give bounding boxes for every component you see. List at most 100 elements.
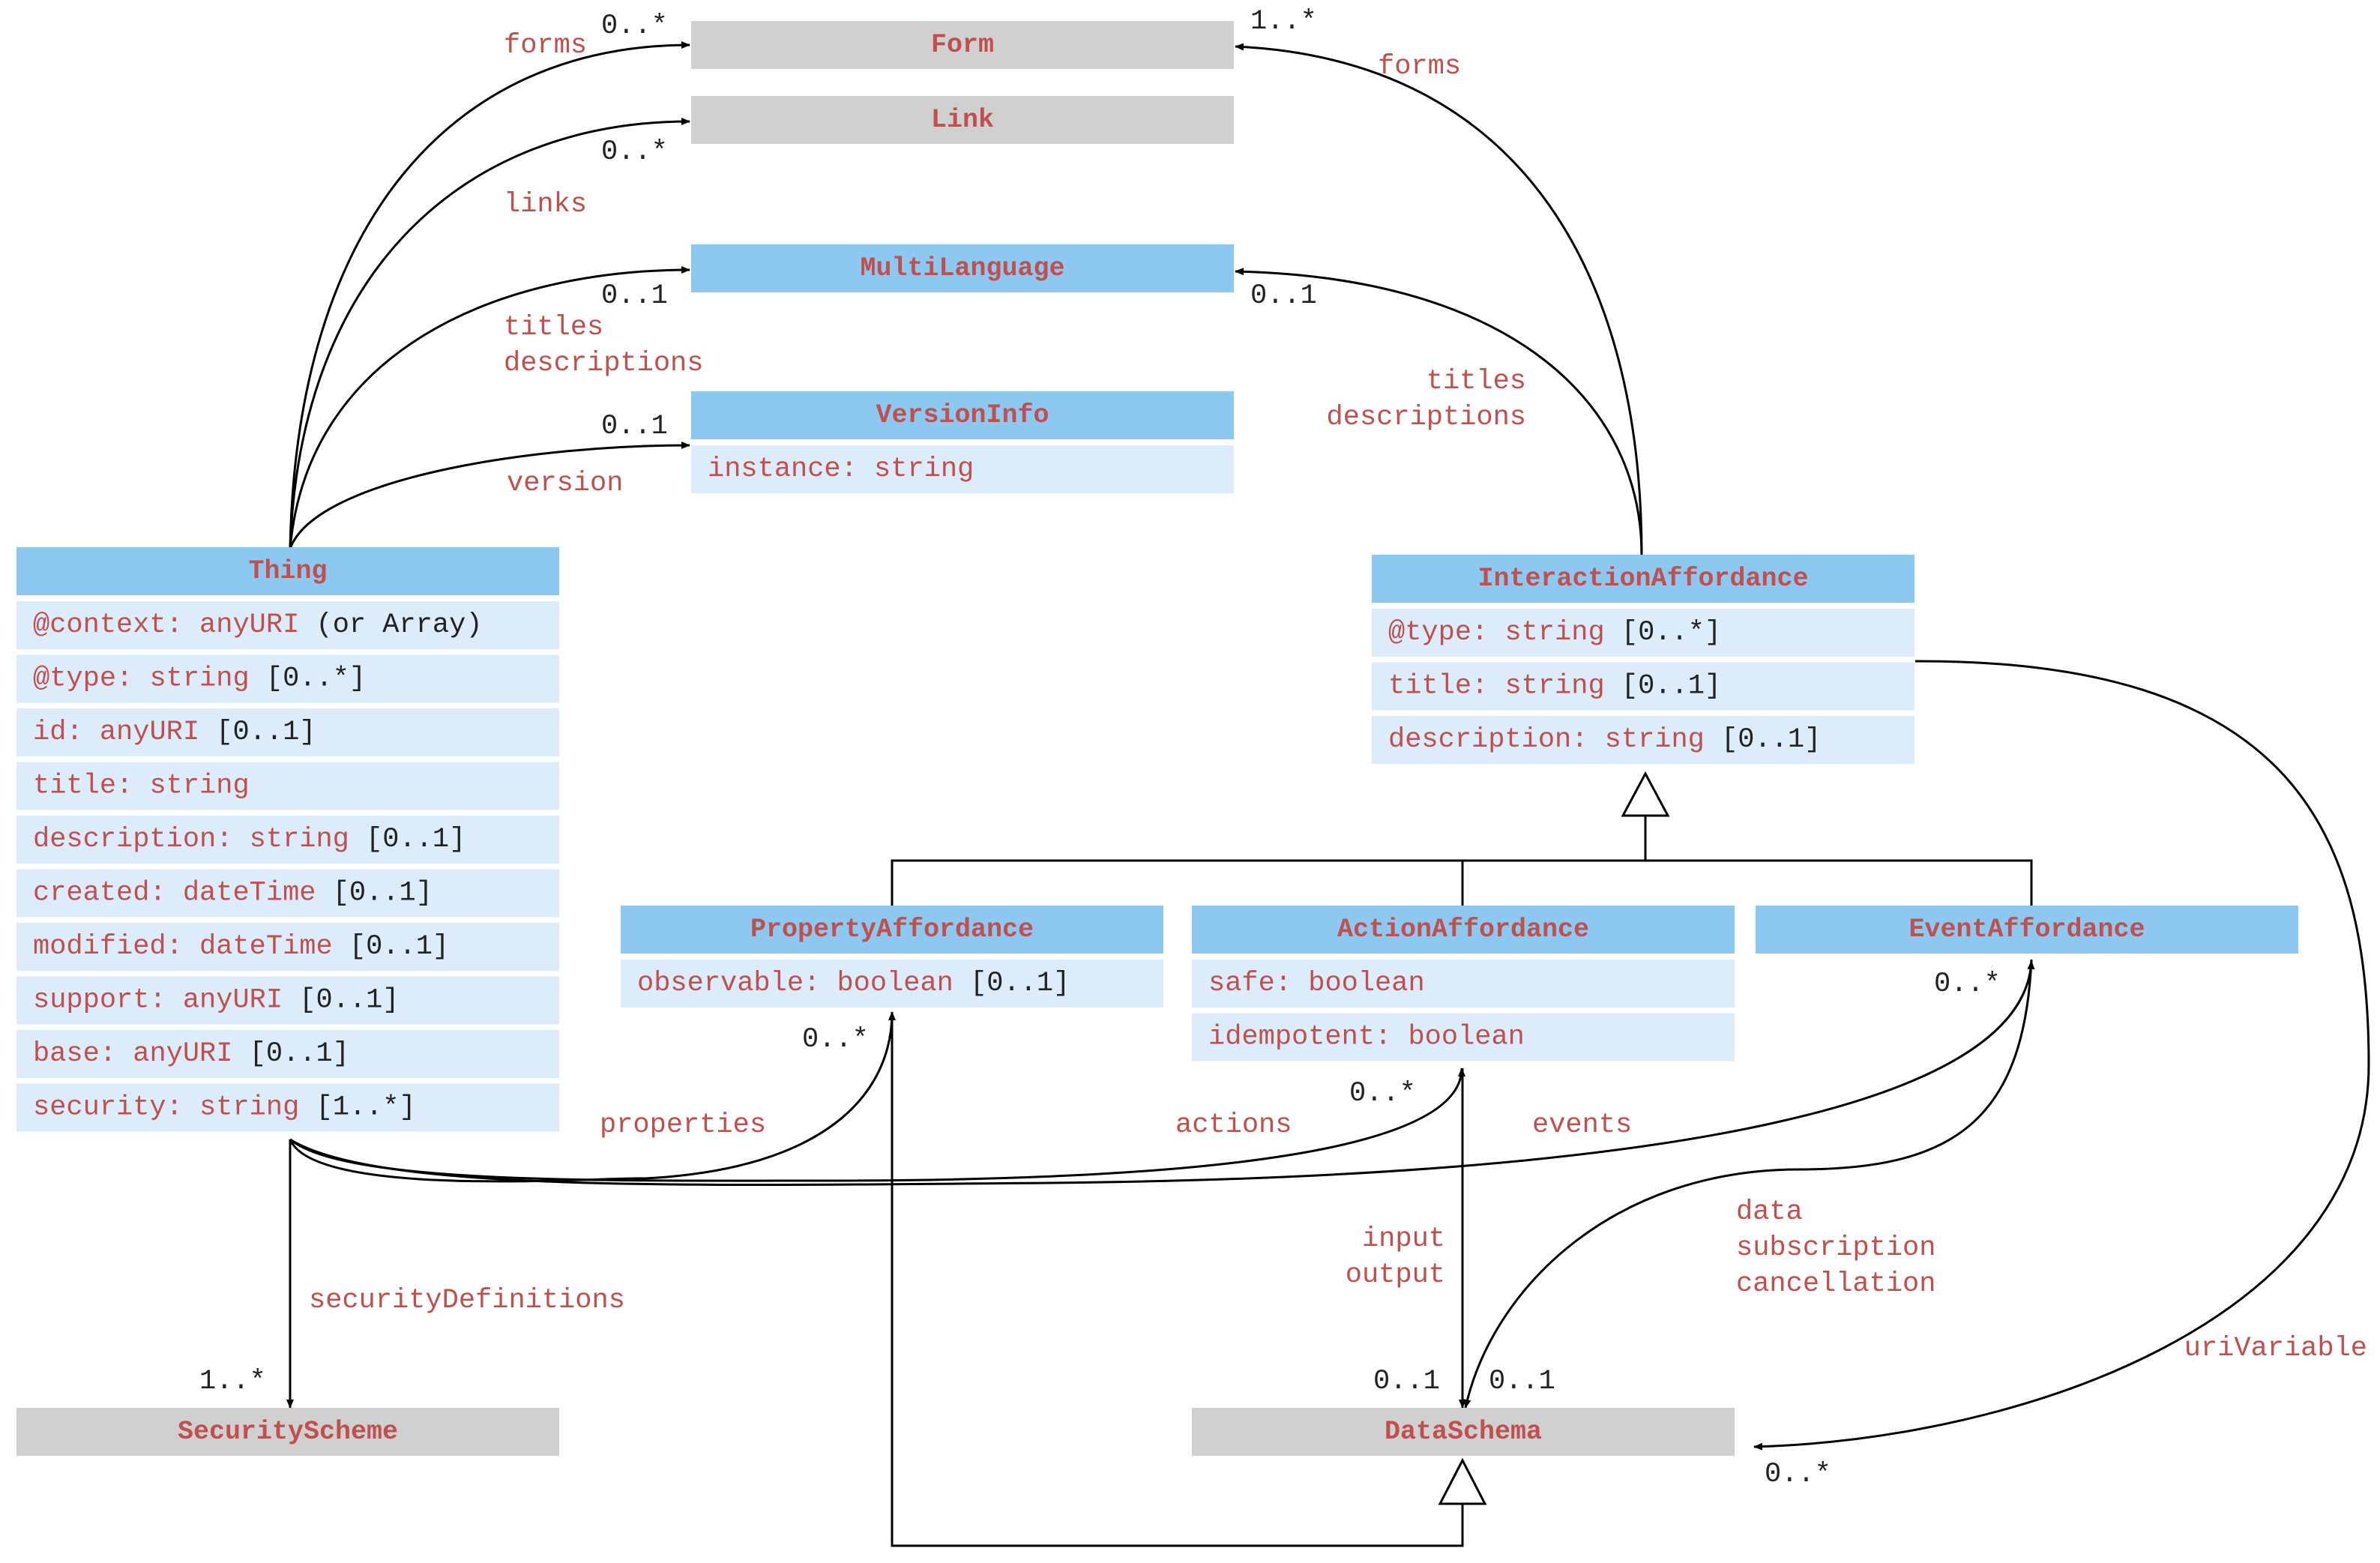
edge-thing-multilanguage [289, 266, 690, 549]
attribute-row [691, 445, 1234, 493]
attribute-row [16, 654, 559, 703]
attribute-type: string [250, 824, 349, 855]
attribute-name: instance: [708, 454, 874, 485]
attribute-cardinality: [0..1] [232, 1038, 349, 1070]
attribute-text: id: anyURI [0..1] [33, 717, 316, 748]
attribute-type: anyURI [133, 1038, 232, 1070]
mult-thing-titles: 0..1 [601, 280, 668, 312]
class-dataschema: DataSchema [1192, 1408, 1735, 1456]
edge-ia-multilanguage [1235, 268, 1643, 555]
attribute-text: observable: boolean [0..1] [637, 968, 1070, 999]
label-ia-forms: forms [1378, 51, 1461, 82]
label-thing-titles: titles [504, 312, 603, 343]
attribute-type: boolean [1408, 1022, 1524, 1053]
attribute-cardinality: [0..1] [333, 931, 449, 963]
attribute-row [16, 1030, 559, 1078]
class-propertyaffordance-name: PropertyAffordance [750, 915, 1034, 945]
attribute-text: instance: string [708, 454, 974, 485]
attribute-row [16, 601, 559, 649]
edge-events [289, 960, 2035, 1187]
label-thing-links: links [504, 189, 587, 220]
attribute-text: title: string [33, 771, 250, 802]
attribute-text: support: anyURI [0..1] [33, 985, 400, 1017]
class-propertyaffordance: PropertyAffordance observable: boolean [… [621, 906, 1163, 1008]
attribute-text: @type: string [0..*] [33, 663, 366, 695]
mult-ia-forms: 1..* [1250, 6, 1317, 37]
label-ia-titles: titles [1427, 366, 1526, 397]
mult-event-data: 0..1 [1489, 1366, 1555, 1397]
label-output: output [1346, 1259, 1445, 1291]
attribute-cardinality: [0..1] [1605, 671, 1721, 702]
attribute-type: anyURI [183, 985, 283, 1017]
attribute-name: observable: [637, 968, 837, 999]
mult-security-definitions: 1..* [199, 1366, 266, 1397]
label-ia-descriptions: descriptions [1327, 402, 1526, 433]
mult-uri-variable: 0..* [1765, 1459, 1831, 1490]
attribute-name: safe: [1208, 968, 1308, 999]
edge-properties [289, 1011, 896, 1183]
mult-input-output: 0..1 [1373, 1366, 1440, 1397]
edge-thing-forms [289, 41, 690, 549]
class-eventaffordance: EventAffordance [1756, 906, 2298, 954]
attribute-cardinality: [0..1] [349, 824, 466, 855]
edge-generalization-affordances [891, 816, 2033, 907]
multiplicities: 0..* 0..* 0..1 0..1 1..* 0..1 0..* 0..* … [199, 6, 2001, 1490]
attribute-row [16, 923, 559, 971]
attribute-cardinality: [0..1] [953, 968, 1070, 999]
attribute-row [1192, 960, 1735, 1008]
edge-thing-links [289, 118, 690, 549]
attribute-cardinality: [1..*] [299, 1092, 415, 1124]
label-input: input [1362, 1223, 1445, 1255]
class-thing-attributes: @context: anyURI (or Array)@type: string… [16, 601, 559, 1132]
attribute-type: string [149, 663, 249, 695]
mult-thing-version: 0..1 [601, 411, 668, 442]
mult-thing-forms: 0..* [601, 10, 668, 42]
class-form: Form [691, 21, 1234, 69]
class-link: Link [691, 96, 1234, 144]
attribute-type: dateTime [199, 931, 333, 963]
attribute-text: modified: dateTime [0..1] [33, 931, 449, 963]
mult-properties: 0..* [802, 1024, 869, 1055]
label-subscription: subscription [1736, 1232, 1935, 1264]
mult-actions: 0..* [1349, 1078, 1416, 1109]
attribute-name: security: [33, 1092, 199, 1124]
attribute-cardinality: (or Array) [299, 609, 482, 641]
attribute-text: idempotent: boolean [1208, 1022, 1525, 1053]
class-propertyaffordance-attributes: observable: boolean [0..1] [621, 960, 1163, 1008]
label-cancellation: cancellation [1736, 1268, 1935, 1300]
attribute-name: title: [1388, 671, 1504, 702]
class-interactionaffordance-attributes: @type: string [0..*]title: string [0..1]… [1372, 609, 1914, 764]
attribute-text: safe: boolean [1208, 968, 1425, 999]
label-security-definitions: securityDefinitions [309, 1285, 625, 1316]
attribute-name: @type: [1388, 617, 1504, 648]
class-versioninfo-name: VersionInfo [876, 400, 1049, 430]
class-interactionaffordance-name: InteractionAffordance [1477, 564, 1808, 594]
class-dataschema-name: DataSchema [1385, 1417, 1542, 1447]
label-thing-descriptions: descriptions [504, 348, 703, 379]
attribute-cardinality: [0..1] [283, 985, 399, 1017]
mult-events: 0..* [1934, 969, 2001, 1000]
mult-thing-links: 0..* [601, 136, 668, 168]
class-actionaffordance: ActionAffordance safe: booleanidempotent… [1192, 906, 1735, 1061]
class-thing-name: Thing [248, 556, 327, 586]
class-securityscheme-name: SecurityScheme [178, 1417, 398, 1447]
attribute-cardinality: [0..1] [1705, 724, 1821, 756]
label-events: events [1532, 1109, 1632, 1141]
label-thing-forms: forms [504, 30, 587, 61]
attribute-cardinality: [0..1] [316, 878, 432, 909]
attribute-text: created: dateTime [0..1] [33, 878, 433, 909]
attribute-row [16, 1083, 559, 1132]
class-actionaffordance-name: ActionAffordance [1337, 915, 1589, 945]
attribute-type: boolean [1308, 968, 1424, 999]
association-edges [286, 41, 2370, 1547]
attribute-text: description: string [0..1] [1388, 724, 1821, 756]
attribute-name: title: [33, 771, 149, 802]
attribute-text: @type: string [0..*] [1388, 617, 1721, 648]
attribute-row [1372, 609, 1914, 657]
attribute-row [1372, 662, 1914, 711]
edge-event-data [1463, 959, 2033, 1409]
edge-labels: forms links titles descriptions version … [309, 30, 2367, 1364]
attribute-text: security: string [1..*] [33, 1092, 416, 1124]
